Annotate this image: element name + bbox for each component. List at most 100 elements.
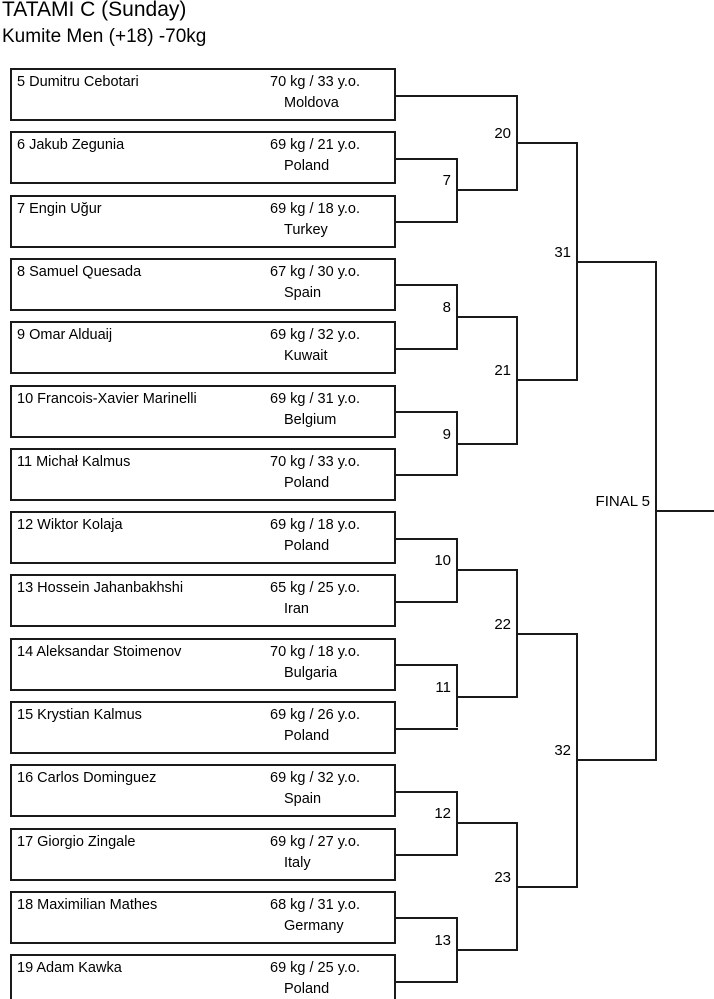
competitor-stats: 70 kg / 33 y.o.: [270, 74, 361, 90]
bracket-join-line: [516, 822, 518, 950]
competitor-country: Germany: [284, 917, 344, 934]
competitor-country: Poland: [284, 538, 330, 555]
bracket-out-line: [456, 949, 518, 952]
competitor-stats: 70 kg / 18 y.o.: [270, 643, 361, 660]
competitor-stats: 69 kg / 32 y.o.: [270, 770, 361, 787]
competitor-stats: 67 kg / 30 y.o.: [270, 263, 361, 280]
competitor-stats: 69 kg / 32 y.o.: [270, 327, 361, 344]
match-label-13: 13: [434, 932, 451, 950]
match-label-21: 21: [494, 362, 511, 380]
competitor-country: Italy: [284, 854, 311, 871]
final-join-line: [655, 260, 657, 760]
tatami-title: TATAMI C (Sunday): [2, 0, 187, 21]
match-label-23: 23: [494, 868, 511, 886]
competitor-country: Spain: [284, 284, 322, 301]
competitor-box[interactable]: 5 Dumitru Cebotari 70 kg / 33 y.o. Moldova: [10, 68, 396, 121]
competitor-name: 16 Carlos Dominguez: [17, 770, 157, 787]
competitor-name: 14 Aleksandar Stoimenov: [17, 643, 182, 660]
competitor-country: Iran: [284, 601, 309, 618]
competitor-name: 15 Krystian Kalmus: [17, 707, 142, 723]
competitor-box[interactable]: 16 Carlos Dominguez 69 kg / 32 y.o. Spain: [10, 764, 396, 818]
competitor-country: Poland: [284, 981, 330, 998]
competitor-stats: 70 kg / 33 y.o.: [270, 453, 361, 470]
bracket-feed-line: [396, 980, 458, 983]
competitor-country: Moldova: [284, 95, 339, 111]
bracket-out-line: [516, 885, 578, 888]
competitor-country: Spain: [284, 791, 322, 808]
category-title: Kumite Men (+18) -70kg: [2, 26, 207, 47]
competitor-stats: 69 kg / 18 y.o.: [270, 517, 361, 534]
match-label-22: 22: [494, 615, 511, 633]
bracket-out-line: [516, 632, 578, 635]
bracket-join-line: [456, 284, 458, 348]
competitor-name: 5 Dumitru Cebotari: [17, 74, 139, 90]
bracket-out-line: [576, 759, 657, 762]
competitor-stats: 69 kg / 18 y.o.: [270, 200, 361, 217]
bracket-out-line: [456, 189, 518, 192]
competitor-name: 8 Samuel Quesada: [17, 263, 142, 280]
competitor-stats: 69 kg / 31 y.o.: [270, 390, 361, 407]
competitor-name: 17 Giorgio Zingale: [17, 833, 136, 850]
match-label-31: 31: [554, 243, 571, 261]
competitor-box[interactable]: 7 Engin Uğur 69 kg / 18 y.o. Turkey: [10, 194, 396, 248]
match-label-7: 7: [442, 172, 451, 190]
competitor-country: Poland: [284, 728, 330, 744]
competitor-box[interactable]: 12 Wiktor Kolaja 69 kg / 18 y.o. Poland: [10, 511, 396, 565]
competitor-box[interactable]: 17 Giorgio Zingale 69 kg / 27 y.o. Italy: [10, 827, 396, 881]
competitor-name: 18 Maximilian Mathes: [17, 896, 158, 913]
competitor-box[interactable]: 18 Maximilian Mathes 68 kg / 31 y.o. Germa…: [10, 890, 396, 944]
competitor-name: 12 Wiktor Kolaja: [17, 517, 123, 534]
competitor-box[interactable]: 11 Michał Kalmus 70 kg / 33 y.o. Poland: [10, 447, 396, 501]
bracket-feed-line: [396, 790, 458, 793]
competitor-country: Kuwait: [284, 348, 328, 365]
competitor-country: Poland: [284, 158, 330, 175]
competitor-stats: 65 kg / 25 y.o.: [270, 580, 361, 597]
match-label-32: 32: [554, 742, 571, 760]
bracket-feed-line: [396, 221, 458, 224]
competitor-stats: 69 kg / 21 y.o.: [270, 137, 361, 154]
bracket-join-line: [456, 537, 458, 601]
competitor-country: Bulgaria: [284, 664, 338, 681]
competitor-name: 6 Jakub Zegunia: [17, 137, 125, 154]
competitor-stats: 69 kg / 25 y.o.: [270, 960, 361, 977]
match-label-20: 20: [494, 124, 511, 142]
competitor-box[interactable]: 19 Adam Kawka 69 kg / 25 y.o. Poland: [10, 954, 396, 999]
competitor-box[interactable]: 14 Aleksandar Stoimenov 70 kg / 18 y.o. Bu…: [10, 637, 396, 691]
bracket-feed-line: [396, 474, 458, 477]
bracket-out-line: [456, 695, 518, 698]
match-label-9: 9: [442, 425, 451, 443]
competitor-stats: 69 kg / 26 y.o.: [270, 707, 361, 723]
bracket-feed-line: [396, 157, 458, 160]
competitor-name: 9 Omar Alduaij: [17, 327, 113, 344]
competitor-box[interactable]: 8 Samuel Quesada 67 kg / 30 y.o. Spain: [10, 257, 396, 311]
competitor-country: Poland: [284, 474, 330, 491]
bracket-feed-line: [396, 600, 458, 603]
competitor-box[interactable]: 15 Krystian Kalmus 69 kg / 26 y.o. Poland: [10, 701, 396, 754]
bracket-out-line: [456, 442, 518, 445]
competitor-box[interactable]: 9 Omar Alduaij 69 kg / 32 y.o. Kuwait: [10, 321, 396, 375]
bracket-out-line: [516, 379, 578, 382]
final-label: FINAL 5: [595, 492, 650, 510]
competitor-stats: 68 kg / 31 y.o.: [270, 896, 361, 913]
bracket-feed-line: [396, 284, 458, 287]
competitor-country: Turkey: [284, 221, 328, 238]
bracket-feed-line: [396, 664, 458, 667]
competitor-country: Belgium: [284, 411, 337, 428]
competitor-box[interactable]: 6 Jakub Zegunia 69 kg / 21 y.o. Poland: [10, 131, 396, 185]
bracket-out-line: [456, 316, 518, 319]
competitor-name: 19 Adam Kawka: [17, 960, 122, 977]
match-label-11: 11: [435, 678, 451, 696]
bracket-feed-line: [396, 727, 458, 730]
competitor-name: 11 Michał Kalmus: [17, 453, 131, 470]
bracket-feed-line: [396, 917, 458, 920]
bracket-out-line: [456, 822, 518, 825]
bracket-feed-line: [396, 347, 458, 350]
competitor-stats: 69 kg / 27 y.o.: [270, 833, 361, 850]
bracket-join-line: [456, 917, 458, 981]
match-label-8: 8: [442, 299, 451, 317]
competitor-name: 7 Engin Uğur: [17, 200, 102, 217]
bye-line: [396, 94, 518, 97]
